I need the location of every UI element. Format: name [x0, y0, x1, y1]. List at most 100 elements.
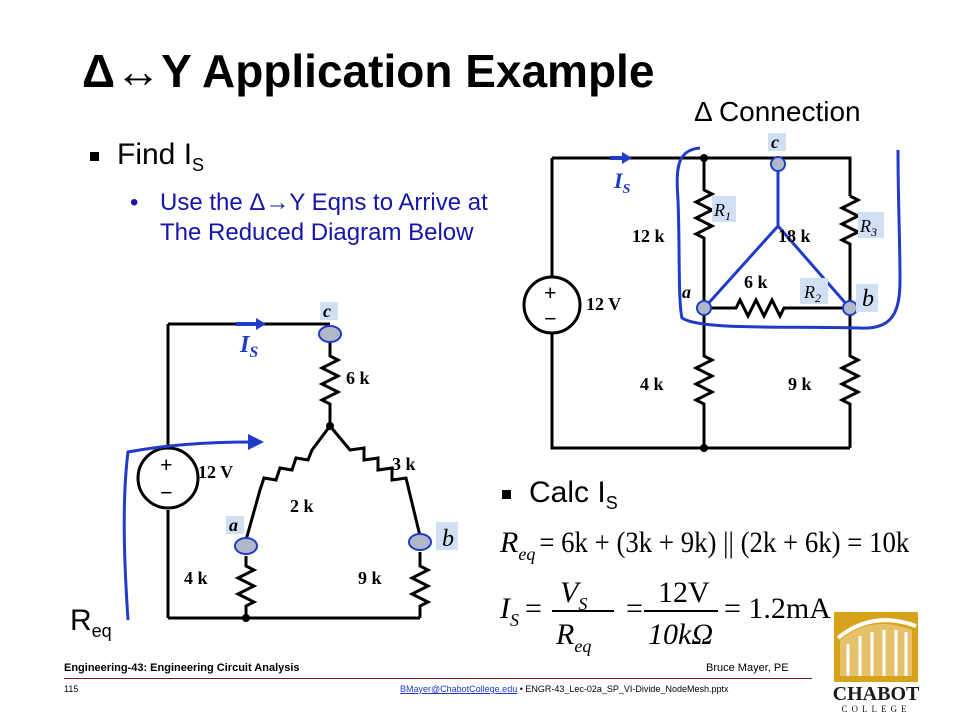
- resistor-r3: [838, 194, 862, 308]
- resistor-6k: [318, 336, 342, 426]
- wire: [550, 334, 850, 450]
- logo-icon: CHABOT COLLEGE: [833, 612, 920, 714]
- logo-name: CHABOT: [833, 683, 920, 705]
- node-dot: [700, 154, 708, 162]
- node-b: [842, 300, 858, 316]
- resistor-r1: [692, 158, 716, 308]
- node-a: [696, 300, 712, 316]
- voltage-source: [522, 275, 582, 335]
- node-c-label: c: [771, 132, 779, 152]
- req-annotation-line: [122, 440, 253, 621]
- y-branch-b: [776, 225, 850, 307]
- footer-author: Bruce Mayer, PE: [706, 662, 789, 674]
- minus-icon: −: [544, 306, 557, 331]
- node-b-label: b: [442, 526, 454, 552]
- is-lhs: IS=: [499, 592, 542, 630]
- frac2-den: 10kΩ: [648, 618, 713, 651]
- r3-label-bg: [858, 212, 884, 238]
- r-br-label: 9 k: [358, 568, 382, 588]
- r2-value-label: 6 k: [744, 272, 768, 292]
- req-label-sub: eq: [91, 621, 112, 641]
- node-c-label: c: [323, 301, 331, 321]
- node-b-label-bg: [856, 284, 878, 312]
- r2-label-bg: [800, 278, 828, 304]
- resistor-9k: [408, 552, 432, 618]
- r1-label-bg: [712, 196, 736, 222]
- node-c-label-bg: [320, 302, 338, 320]
- frac1-den: Req: [555, 618, 591, 656]
- chabot-logo: CHABOT COLLEGE: [826, 610, 926, 714]
- r3-label: R3: [859, 216, 877, 239]
- sub-bullet-text: Use the Δ→Y Eqns to Arrive at The Reduce…: [160, 189, 488, 246]
- resistor-9k: [838, 308, 862, 448]
- req-label-main: R: [70, 604, 92, 637]
- logo-sub: COLLEGE: [842, 704, 911, 714]
- r1-label: R1: [713, 200, 731, 223]
- node-b-label-bg: [436, 522, 458, 550]
- bullet-square-icon: [502, 489, 511, 499]
- arrowhead-icon: [256, 318, 266, 330]
- r3-value-label: 18 k: [778, 226, 811, 246]
- resistor-3k: [328, 425, 422, 537]
- node-c-label-bg: [768, 133, 786, 151]
- node-c: [318, 325, 342, 343]
- req-arrowhead-icon: [248, 434, 264, 450]
- arrowhead-icon: [622, 152, 632, 164]
- node-a-label-bg: [226, 516, 244, 534]
- delta-circuit-diagram: IS c a b R1 R3 R2 12 k 18 k 6 k 4 k 9 k …: [522, 132, 902, 452]
- slide-title: Δ↔Y Application Example: [82, 45, 655, 97]
- node-dot: [326, 422, 334, 430]
- resistor-2k: [244, 425, 332, 541]
- node-a-label: a: [682, 282, 691, 302]
- footer-email[interactable]: BMayer@ChabotCollege.edu: [400, 684, 518, 694]
- bullet-calc-is: Calc IS: [502, 476, 618, 514]
- resistor-4k: [692, 308, 716, 448]
- wire: [552, 156, 852, 196]
- footer-rule: [64, 678, 812, 679]
- footer-course: Engineering-43: Engineering Circuit Anal…: [64, 662, 300, 674]
- delta-enclosure: [675, 146, 902, 330]
- resistor-r2: [704, 296, 850, 320]
- is-result: = 1.2mA: [724, 592, 831, 625]
- r-left-label: 2 k: [290, 496, 314, 516]
- bullet-dot-icon: •: [130, 189, 139, 216]
- node-b: [408, 533, 432, 551]
- bullet-find-is: Find IS: [90, 138, 204, 176]
- reduced-circuit-diagram: c a b IS 6 k 2 k 3 k 4 k 9 k 12 V + −: [122, 301, 458, 622]
- node-b-label: b: [862, 286, 874, 312]
- r-br-label: 9 k: [788, 374, 812, 394]
- plus-icon: +: [160, 452, 173, 477]
- minus-icon: −: [160, 480, 173, 505]
- voltage-source: [136, 446, 200, 510]
- node-c: [770, 156, 786, 172]
- node-dot: [700, 444, 708, 452]
- node-dot: [242, 614, 250, 622]
- source-label: 12 V: [198, 462, 233, 482]
- find-is-sub: S: [192, 155, 205, 175]
- frac1-num: VS: [560, 576, 587, 614]
- r-right-label: 3 k: [392, 454, 416, 474]
- footer-file: • ENGR-43_Lec-02a_SP_VI-Divide_NodeMesh.…: [519, 684, 729, 694]
- r1-value-label: 12 k: [632, 226, 665, 246]
- r-bl-label: 4 k: [640, 374, 664, 394]
- req-equation: Req= 6k + (3k + 9k) || (2k + 6k) = 10k: [499, 526, 909, 564]
- node-a-label: a: [229, 515, 238, 535]
- y-branch-a: [704, 224, 780, 308]
- req-label: Req: [70, 604, 112, 642]
- plus-icon: +: [544, 280, 557, 305]
- calc-is-text: Calc I: [529, 476, 606, 509]
- r2-label: R2: [803, 282, 821, 305]
- current-label: IS: [239, 332, 258, 361]
- resistor-4k: [234, 556, 258, 618]
- delta-connection-label: Δ Connection: [694, 96, 861, 127]
- source-label: 12 V: [586, 294, 621, 314]
- node-a: [234, 537, 258, 555]
- bullet-square-icon: [90, 151, 99, 161]
- calc-is-sub: S: [605, 493, 618, 513]
- footer-file-info: BMayer@ChabotCollege.edu • ENGR-43_Lec-0…: [400, 684, 728, 694]
- find-is-text: Find I: [117, 138, 193, 171]
- current-label: IS: [613, 168, 631, 197]
- r-top-label: 6 k: [346, 368, 370, 388]
- frac2-num: 12V: [658, 576, 710, 609]
- sub-bullet: • Use the Δ→Y Eqns to Arrive at The Redu…: [130, 188, 490, 248]
